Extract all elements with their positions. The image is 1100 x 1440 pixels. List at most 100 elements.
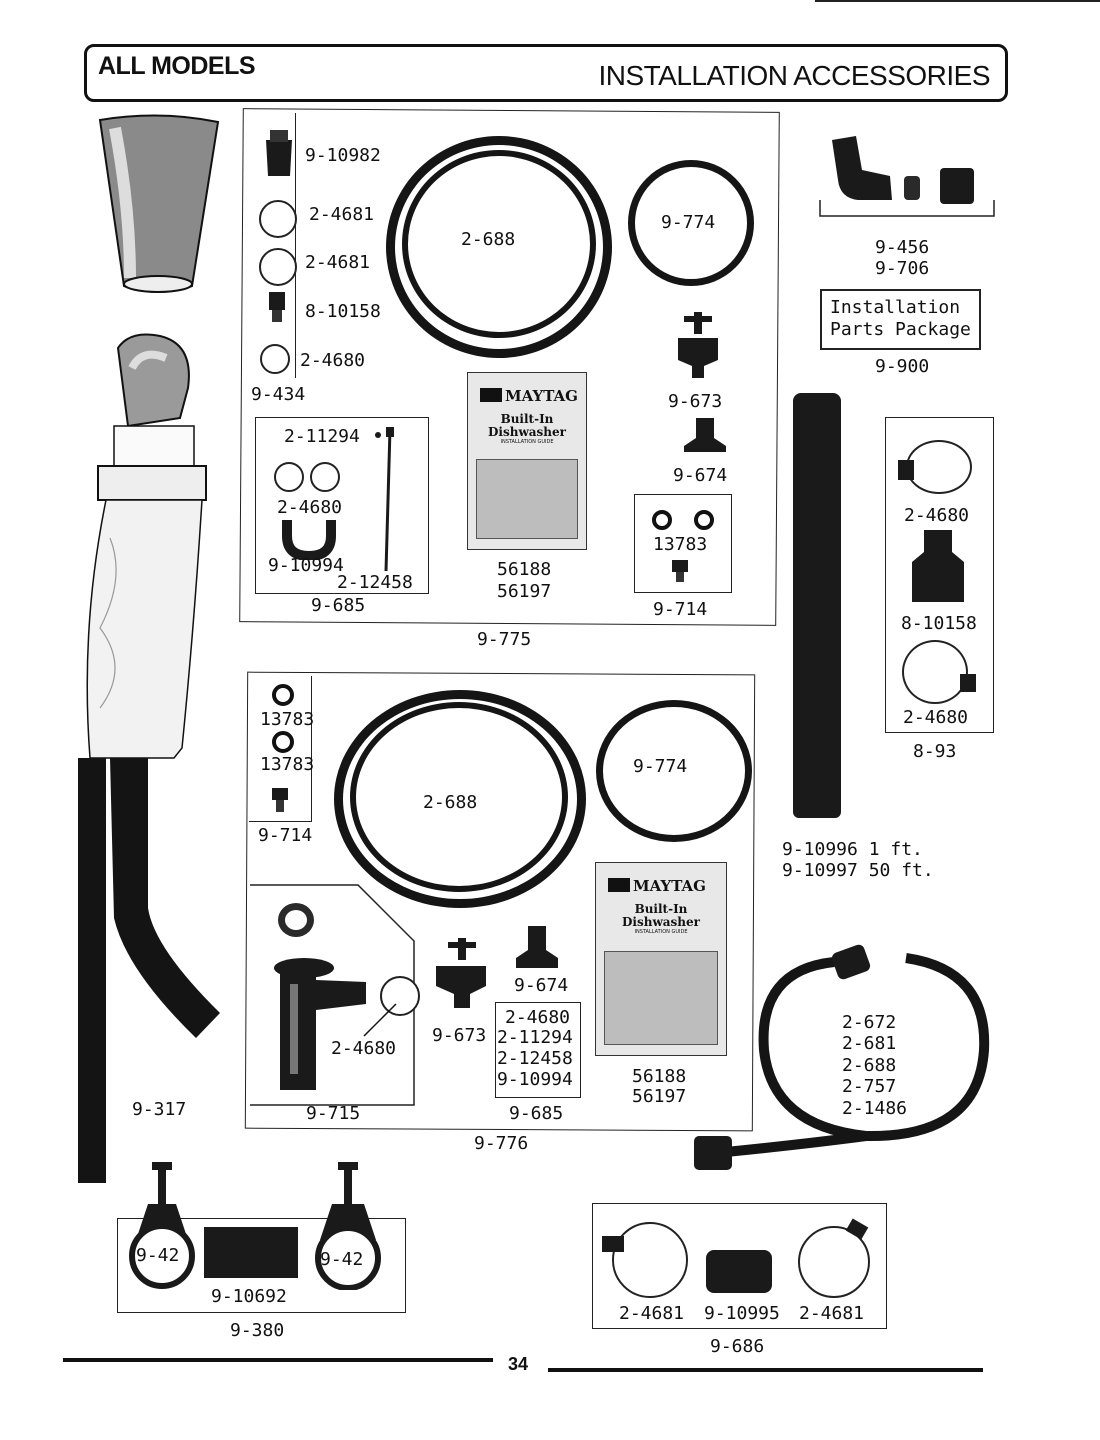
clamp-screw-icon: [898, 460, 914, 480]
drain-hose-icon: [793, 393, 841, 818]
o-ring-icon: [694, 510, 714, 530]
installation-guide-booklet: MAYTAG Built-In Dishwasher INSTALLATION …: [467, 372, 587, 550]
part-label: 9-900: [875, 356, 930, 377]
fill-hose-icon: [694, 944, 990, 1170]
top-right-rule: [815, 0, 1100, 2]
part-label: 2-4680: [300, 350, 366, 371]
part-label: 9-10997 50 ft.: [782, 860, 934, 881]
booklet-title-2: Dishwasher: [622, 915, 700, 929]
part-label: 9-10994: [268, 555, 344, 576]
part-label: 56197: [497, 581, 552, 602]
part-label: 2-12458: [337, 572, 413, 593]
drain-clamp-icon: [315, 1162, 381, 1290]
part-label: 2-688: [461, 229, 516, 250]
inlet-hose-icon: [402, 150, 596, 338]
hose-clamp-icon: [612, 1222, 688, 1298]
part-label: 2-4681: [309, 204, 375, 225]
part-label: 2-11294: [284, 426, 360, 447]
part-label: 2-4681: [305, 252, 371, 273]
booklet-title-2: Dishwasher: [488, 425, 566, 439]
part-label: 9-674: [514, 975, 569, 996]
part-label: 13783: [260, 709, 315, 730]
part-label: 2-681: [842, 1033, 897, 1054]
part-label: 2-688: [842, 1055, 897, 1076]
kit-box-9-685-b: [495, 1002, 581, 1098]
part-label: 2-4680: [331, 1038, 397, 1059]
part-label: 9-456: [875, 237, 930, 258]
part-label: 2-4680: [904, 505, 970, 526]
part-label: 9-714: [258, 825, 313, 846]
mounting-bracket-icon: [684, 418, 726, 452]
hose-clamp-icon: [380, 976, 420, 1016]
part-label: 9-674: [673, 465, 728, 486]
footer-rule-left: [63, 1358, 493, 1362]
clamp-screw-icon: [960, 674, 976, 692]
part-label: 13783: [260, 754, 315, 775]
part-label: 2-4680: [505, 1007, 571, 1028]
booklet-subtitle: INSTALLATION GUIDE: [500, 439, 554, 445]
page-number: 34: [508, 1354, 529, 1374]
installation-parts-package-line1: Installation: [830, 297, 961, 318]
hose-clamp-icon: [906, 440, 972, 494]
part-label: 9-10692: [211, 1286, 287, 1307]
part-label: 2-1486: [842, 1098, 908, 1119]
part-label: 9-776: [474, 1133, 529, 1154]
kit-box-9-715: [250, 884, 415, 1106]
part-label: 9-685: [311, 595, 366, 616]
part-label: 9-673: [668, 391, 723, 412]
part-label: 9-42: [136, 1245, 180, 1266]
hose-clamp-icon: [310, 462, 340, 492]
part-label: 9-715: [306, 1103, 361, 1124]
part-label: 9-10995: [704, 1303, 780, 1324]
part-label: 13783: [653, 534, 708, 555]
part-label: 9-10996 1 ft.: [782, 839, 923, 860]
mounting-bracket-icon: [516, 926, 558, 968]
part-label: 2-12458: [497, 1048, 573, 1069]
o-ring-icon: [272, 731, 294, 753]
part-label: 9-42: [320, 1249, 364, 1270]
fitting-icon: [272, 788, 288, 812]
part-label: 56188: [632, 1066, 687, 1087]
part-label: 8-10158: [305, 301, 381, 322]
booklet-subtitle: INSTALLATION GUIDE: [634, 929, 688, 935]
connector-sleeve-icon: [204, 1227, 298, 1278]
header-title: INSTALLATION ACCESSORIES: [598, 60, 990, 91]
kit-box-9-380: [117, 1218, 406, 1313]
tailpiece-tee-icon: [274, 958, 366, 1090]
inlet-hose-icon: [334, 690, 586, 908]
part-label: 9-714: [653, 599, 708, 620]
part-label: 9-686: [710, 1336, 765, 1357]
clamp-screw-icon: [602, 1236, 624, 1252]
part-label: 9-775: [477, 629, 532, 650]
drain-tube-illustration: [78, 114, 220, 1183]
part-label: 9-685: [509, 1103, 564, 1124]
part-label: 2-672: [842, 1012, 897, 1033]
leader-line: [363, 1003, 397, 1037]
installation-parts-package-line2: Parts Package: [830, 319, 971, 340]
hose-clamp-icon: [274, 462, 304, 492]
union-fitting-icon: [266, 130, 292, 176]
booklet-title-1: Built-In: [634, 902, 688, 916]
part-label: 2-4680: [903, 707, 969, 728]
footer-rule-right: [548, 1368, 983, 1372]
part-label: 2-688: [423, 792, 478, 813]
hose-clamp-icon: [260, 344, 290, 374]
fitting-icon: [672, 560, 688, 582]
inlet-hose-icon: [386, 136, 612, 358]
part-label: 2-4681: [799, 1303, 865, 1324]
installation-guide-booklet: MAYTAG Built-In Dishwasher INSTALLATION …: [595, 862, 727, 1056]
part-label: 9-317: [132, 1099, 187, 1120]
part-label: 2-4681: [619, 1303, 685, 1324]
kit-box-9-685: [255, 417, 429, 594]
kit-box-8-93: [885, 417, 994, 733]
part-label: 9-10994: [497, 1069, 573, 1090]
kit-box-9-714-b: [249, 676, 312, 822]
booklet-photo: [476, 459, 578, 539]
kit-box-9-434: [245, 113, 296, 378]
o-ring-icon: [652, 510, 672, 530]
header-all-models: ALL MODELS: [98, 52, 256, 80]
power-cord-icon: [596, 700, 752, 842]
elbow-fitting-icon: [819, 136, 995, 217]
part-label: 56188: [497, 559, 552, 580]
maytag-logo: MAYTAG: [608, 877, 706, 895]
